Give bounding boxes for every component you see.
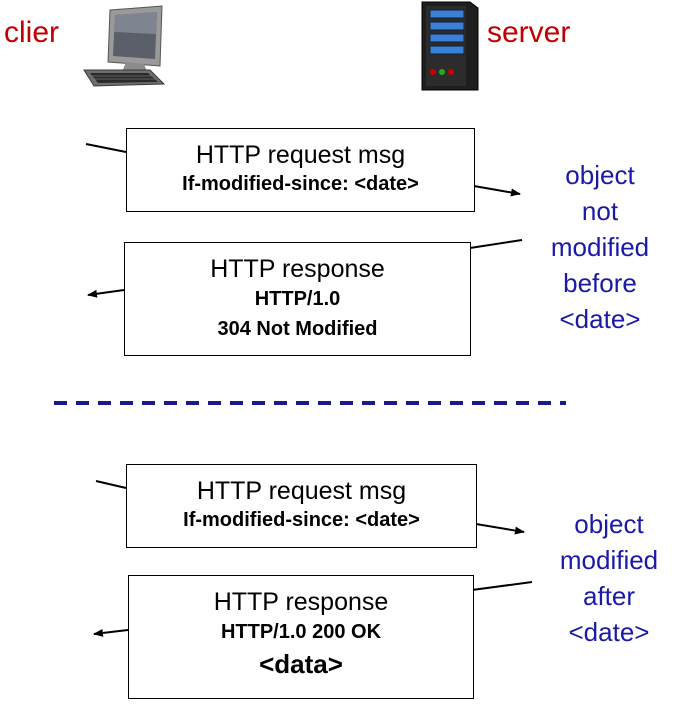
server-label: server: [487, 16, 571, 49]
response-status-code: 304 Not Modified: [217, 317, 378, 340]
request-line-2: [95, 480, 127, 489]
request-box-not-modified: HTTP request msg If-modified-since: <dat…: [126, 128, 475, 212]
note-line: modified: [559, 545, 659, 575]
request-header: If-modified-since: <date>: [182, 172, 419, 195]
request-box-modified: HTTP request msg If-modified-since: <dat…: [126, 464, 477, 548]
request-arrow-2: [475, 523, 525, 535]
desktop-computer-icon: [83, 5, 166, 87]
response-line-1: [469, 239, 523, 249]
response-status-line: HTTP/1.0 200 OK: [220, 620, 382, 643]
note-line: <date>: [568, 617, 650, 647]
request-arrow-1: [473, 185, 521, 197]
note-line: object: [565, 160, 635, 190]
request-title: HTTP request msg: [196, 477, 407, 505]
note-line: object: [574, 509, 644, 539]
note-not-modified: object not modified before <date>: [525, 157, 675, 337]
response-box-not-modified: HTTP response HTTP/1.0 304 Not Modified: [124, 242, 471, 356]
note-line: <date>: [559, 304, 641, 334]
note-line: modified: [550, 232, 650, 262]
note-modified: object modified after <date>: [534, 506, 675, 650]
response-title: HTTP response: [210, 255, 385, 283]
request-line-1: [85, 143, 127, 153]
response-arrow-1: [87, 289, 125, 298]
response-body: <data>: [259, 648, 343, 679]
response-box-modified: HTTP response HTTP/1.0 200 OK <data>: [128, 575, 474, 699]
note-line: before: [563, 268, 637, 298]
response-line-2: [471, 581, 533, 591]
response-title: HTTP response: [213, 588, 389, 616]
response-arrow-2: [93, 628, 129, 637]
note-line: not: [581, 196, 619, 226]
request-header: If-modified-since: <date>: [183, 508, 420, 531]
note-line: after: [582, 581, 636, 611]
client-label: clier: [4, 16, 60, 49]
server-tower-icon: [421, 1, 479, 91]
request-title: HTTP request msg: [195, 141, 406, 169]
response-status-version: HTTP/1.0: [254, 287, 341, 310]
